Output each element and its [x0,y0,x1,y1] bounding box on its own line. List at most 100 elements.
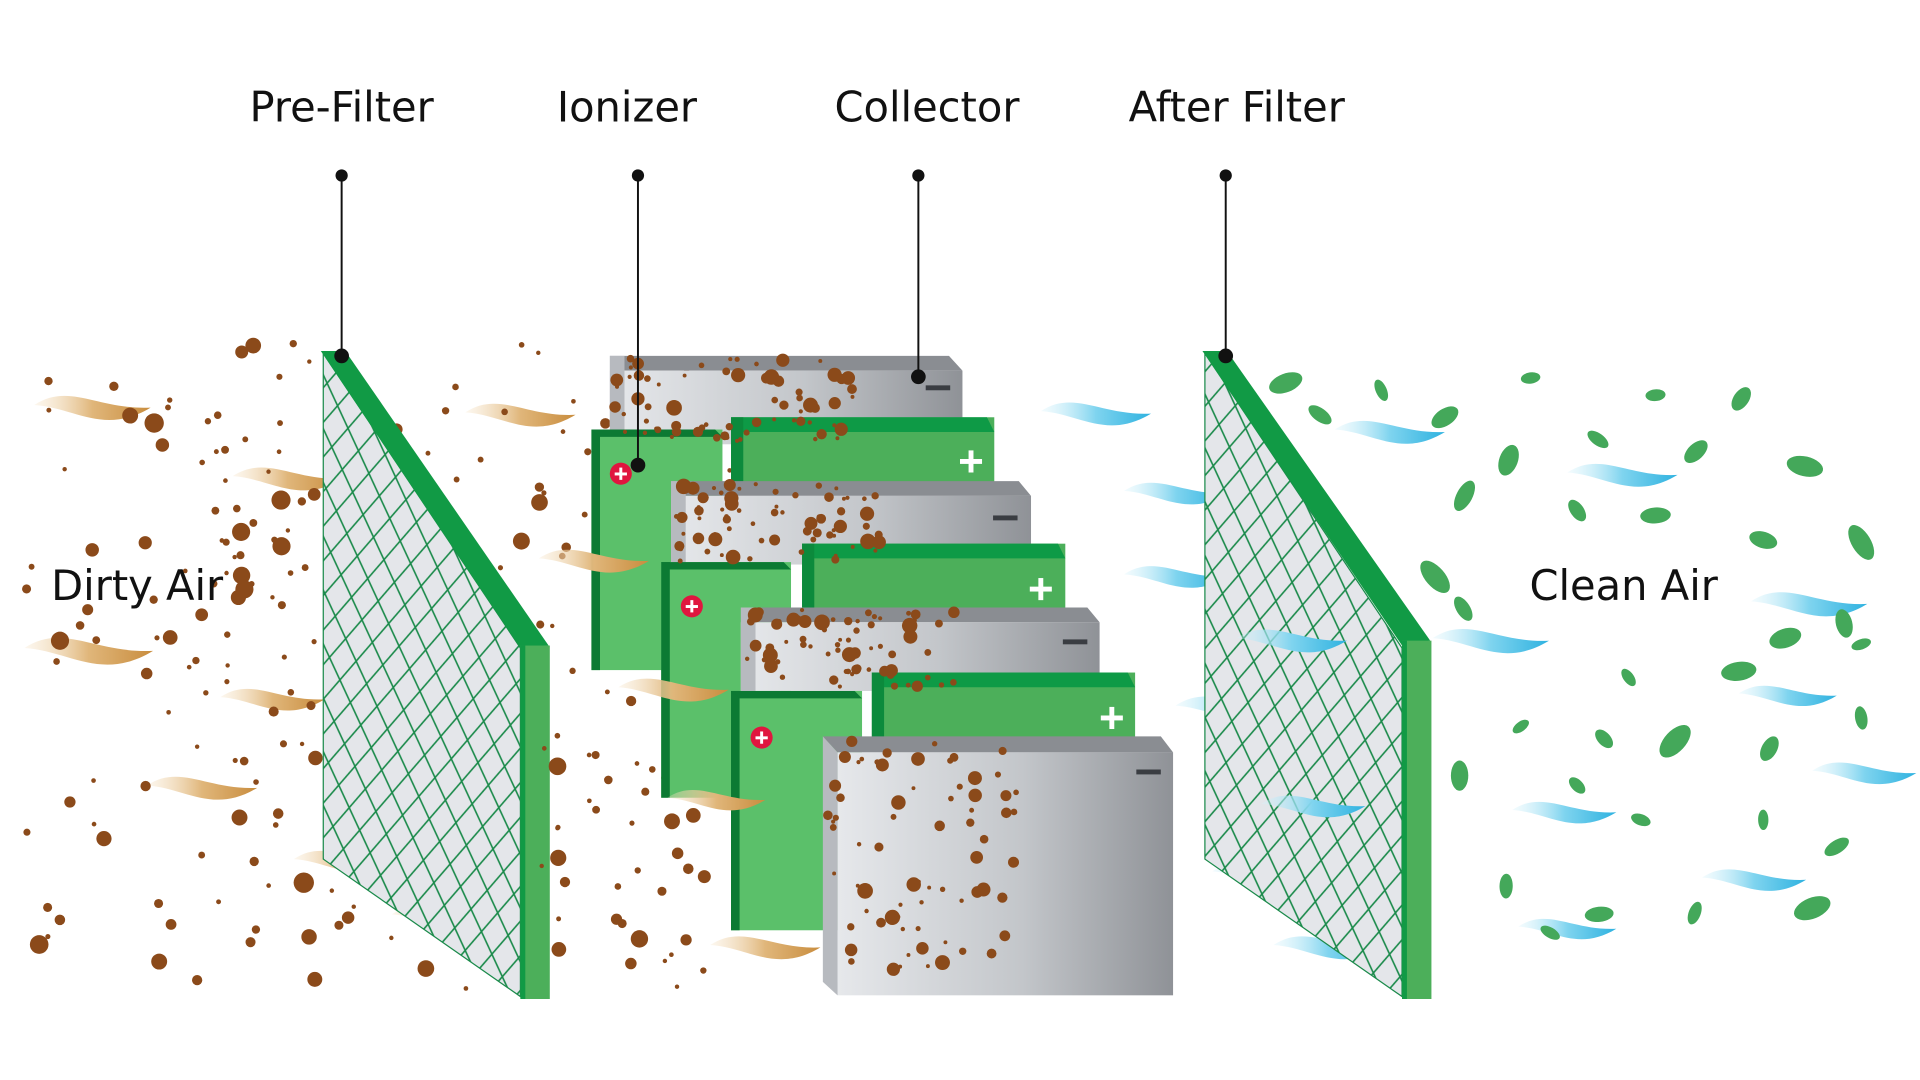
dust-particle [795,388,803,396]
after-filter [1202,351,1432,999]
dust-particle [800,641,807,648]
dust-particle [23,828,31,836]
dust-particle [999,930,1011,942]
dust-particle [463,986,469,991]
dust-particle [826,531,834,539]
dust-particle [700,967,707,974]
dust-particle [683,863,694,875]
dust-particle [890,682,899,690]
leaf-icon [1793,896,1831,921]
dust-particle [847,923,855,931]
dust-particle [644,375,651,382]
dust-particle [625,957,637,970]
dust-particle [950,679,957,686]
dust-particle [586,752,592,758]
dust-particle [587,798,592,804]
leaf-icon [1540,925,1560,940]
dust-particle [808,644,813,649]
leaves [1269,372,1875,940]
dust-particle [46,407,52,413]
dust-particle [750,521,756,527]
dust-particle [874,759,881,765]
dust-particle [906,952,911,957]
dust-particle [997,892,1008,903]
dust-particle [859,506,875,521]
dust-particle [772,488,779,495]
dust-particle [725,549,741,565]
dust-particle [834,422,848,436]
dust-particle [232,554,237,560]
dust-particle [351,904,356,909]
leaf-icon [1721,661,1757,681]
dust-particle [669,434,674,439]
dirty-air-wisp [220,688,325,711]
dust-particle [825,651,831,657]
dust-particle [968,788,982,803]
dust-particle [306,701,316,711]
dust-particle [771,618,783,630]
leaf-icon [1640,507,1671,524]
leaf-icon [1499,873,1513,899]
dust-particle [550,849,567,866]
dust-particle [308,750,323,766]
dust-particle [536,620,545,629]
dust-particle [154,635,160,641]
dust-particle [844,943,858,957]
dust-particle [833,553,838,558]
dust-particle [718,490,724,496]
dust-particle [711,486,717,491]
dust-particle [833,519,847,534]
dust-particle [747,556,753,562]
dust-particle [927,885,932,890]
dust-particle [938,682,945,688]
dust-particle [644,403,652,411]
dust-particle [50,631,70,650]
dust-particle [853,627,860,634]
dust-particle [584,448,592,456]
dust-particle [736,508,742,513]
clean-air-wisps-front [1236,629,1549,818]
dust-particle [724,435,730,440]
dust-particle [213,411,222,419]
dust-particle [253,779,259,785]
dust-particle [911,752,925,766]
dust-particle [634,867,641,874]
leaf-icon [1568,777,1586,794]
dust-particle [816,429,827,440]
dust-particle [289,339,297,348]
pre-filter-frame-top [320,351,549,648]
dust-particle [848,958,855,965]
dust-particle [749,639,762,652]
dust-particle [877,643,883,649]
dust-particle [994,771,1002,778]
dust-particle [140,780,151,792]
dust-particle [550,623,555,629]
dust-particle [643,418,649,424]
clean-air-wisp [1512,801,1617,824]
dust-particle [799,421,804,426]
dust-particle [276,449,282,455]
dust-particle [203,690,209,696]
dust-particle [761,657,767,663]
dust-particle [225,663,230,668]
dust-particle [671,847,684,860]
dust-particle [531,494,548,511]
dust-particle [556,916,562,922]
dust-particle [829,779,842,792]
dust-particle [1001,807,1012,819]
leaf-icon [1645,389,1666,402]
dust-particle [726,526,732,532]
dust-particle [850,394,855,399]
dust-particle [796,394,803,402]
dust-particle [832,533,837,538]
dust-particle [534,482,545,492]
plus-icon [1100,706,1123,729]
dust-particle [287,570,294,576]
dust-particle [122,407,139,424]
after-filter-frame-edge [1402,640,1407,999]
dirty-air-wisp [24,637,154,665]
dust-particle [779,674,786,680]
after-filter-mesh [1204,351,1403,998]
dust-particle [871,492,879,500]
dust-particle [677,558,683,564]
